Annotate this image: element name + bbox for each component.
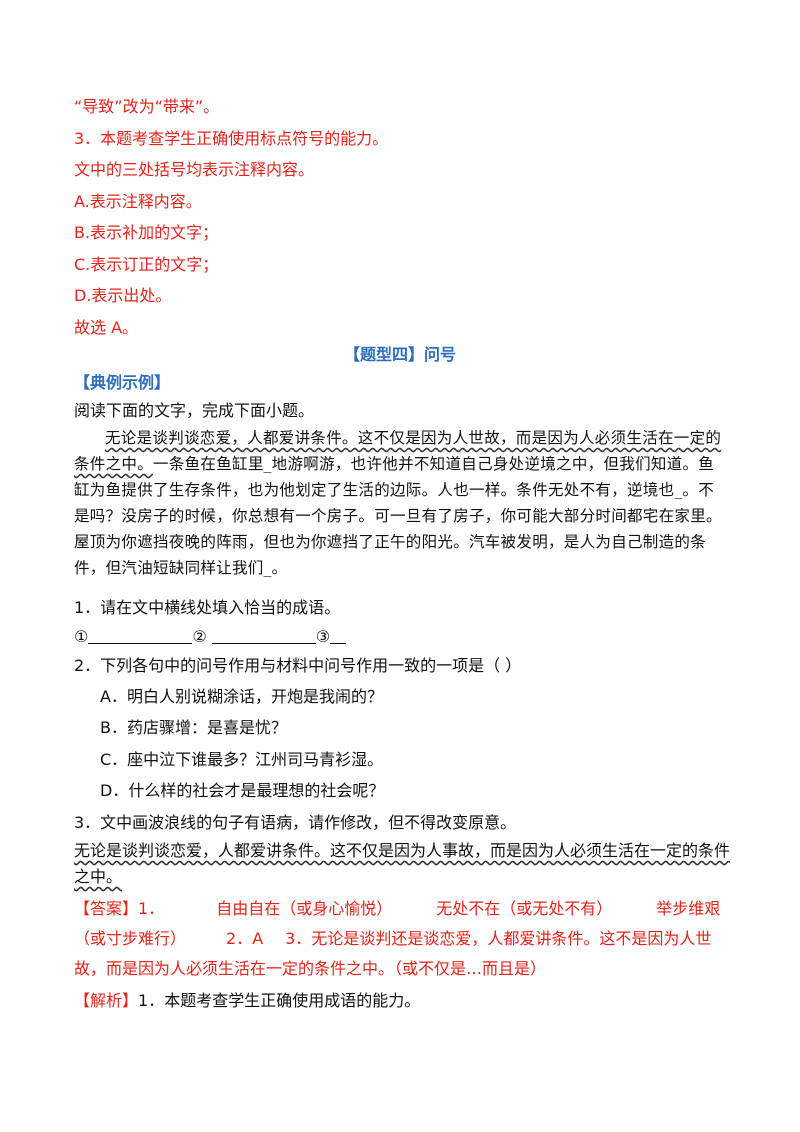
q2-option-a: A．明白人别说糊涂话，开炮是我闹的？ bbox=[100, 687, 383, 706]
blank-3[interactable] bbox=[330, 629, 347, 644]
question-1: 1．请在文中横线处填入恰当的成语。 bbox=[74, 598, 341, 617]
question-3: 3．文中画波浪线的句子有语病，请作修改，但不得改变原意。 bbox=[74, 813, 517, 832]
answer-1-num: 1． bbox=[138, 899, 165, 918]
q2-option-c: C．座中泣下谁最多？江州司马青衫湿。 bbox=[100, 750, 384, 769]
q2-option-b: B．药店骤增：是喜是忧？ bbox=[100, 718, 287, 737]
answer-1-idiom-1: 自由自在（或身心愉悦） bbox=[216, 899, 393, 918]
prev-option-a: A.表示注释内容。 bbox=[74, 192, 202, 211]
analysis-text: 1．本题考查学生正确使用成语的能力。 bbox=[138, 991, 421, 1010]
passage-rest: 一条鱼在鱼缸里_地游啊游，也许他并不知道自己身处逆境之中，但我们知道。鱼缸为鱼提… bbox=[74, 455, 722, 577]
answer-1-idiom-3: 举步维艰（或寸步难行） bbox=[74, 899, 721, 948]
question-2: 2．下列各句中的问号作用与材料中问号作用一致的一项是（ ） bbox=[74, 656, 522, 675]
prev-option-c: C.表示订正的文字； bbox=[74, 255, 219, 274]
prev-choice: 故选 A。 bbox=[74, 318, 139, 337]
prev-question-3: 3．本题考查学生正确使用标点符号的能力。 bbox=[74, 129, 389, 148]
answer-label: 【答案】 bbox=[74, 899, 139, 918]
prev-description: 文中的三处括号均表示注释内容。 bbox=[74, 160, 315, 179]
intro-text: 阅读下面的文字，完成下面小题。 bbox=[74, 401, 315, 420]
prev-line-1: “导致”改为“带来”。 bbox=[74, 97, 220, 116]
answer-1-idiom-2: 无处不在（或无处不有） bbox=[436, 899, 613, 918]
section-title: 【题型四】问号 bbox=[343, 345, 456, 364]
blank-marker-3: ③ bbox=[315, 627, 331, 646]
answer-3: 3．无论是谈判还是谈恋爱，人都爱讲条件。这不是因为人世故，而是因为人必须生活在一… bbox=[74, 929, 712, 978]
wavy-sentence: 无论是谈判谈恋爱，人都爱讲条件。这不仅是因为人世故，而是因为人必须生活在一定的条… bbox=[74, 429, 722, 473]
q3-sentence-block: 无论是谈判谈恋爱，人都爱讲条件。这不仅是因为人事故，而是因为人必须生活在一定的条… bbox=[74, 838, 734, 890]
example-label: 【典例示例】 bbox=[74, 373, 171, 392]
prev-option-d: D.表示出处。 bbox=[74, 286, 172, 305]
answer-block: 【答案】1． 自由自在（或身心愉悦） 无处不在（或无处不有）举步维艰（或寸步难行）2… bbox=[74, 894, 734, 984]
answer-2: 2．A bbox=[226, 929, 264, 948]
blank-marker-1: ① bbox=[74, 627, 89, 646]
answer-blanks: ① ② ③ bbox=[74, 626, 347, 648]
prev-option-b: B.表示补加的文字； bbox=[74, 223, 219, 242]
blank-2[interactable] bbox=[211, 629, 316, 644]
analysis-label: 【解析】 bbox=[74, 991, 139, 1010]
blank-marker-2: ② bbox=[192, 627, 207, 646]
q3-wavy-sentence: 无论是谈判谈恋爱，人都爱讲条件。这不仅是因为人事故，而是因为人必须生活在一定的条… bbox=[74, 841, 731, 886]
blank-1[interactable] bbox=[88, 629, 193, 644]
reading-passage: 无论是谈判谈恋爱，人都爱讲条件。这不仅是因为人世故，而是因为人必须生活在一定的条… bbox=[74, 425, 726, 581]
analysis-line: 【解析】1．本题考查学生正确使用成语的能力。 bbox=[74, 990, 420, 1012]
q2-option-d: D．什么样的社会才是最理想的社会呢？ bbox=[100, 781, 385, 800]
